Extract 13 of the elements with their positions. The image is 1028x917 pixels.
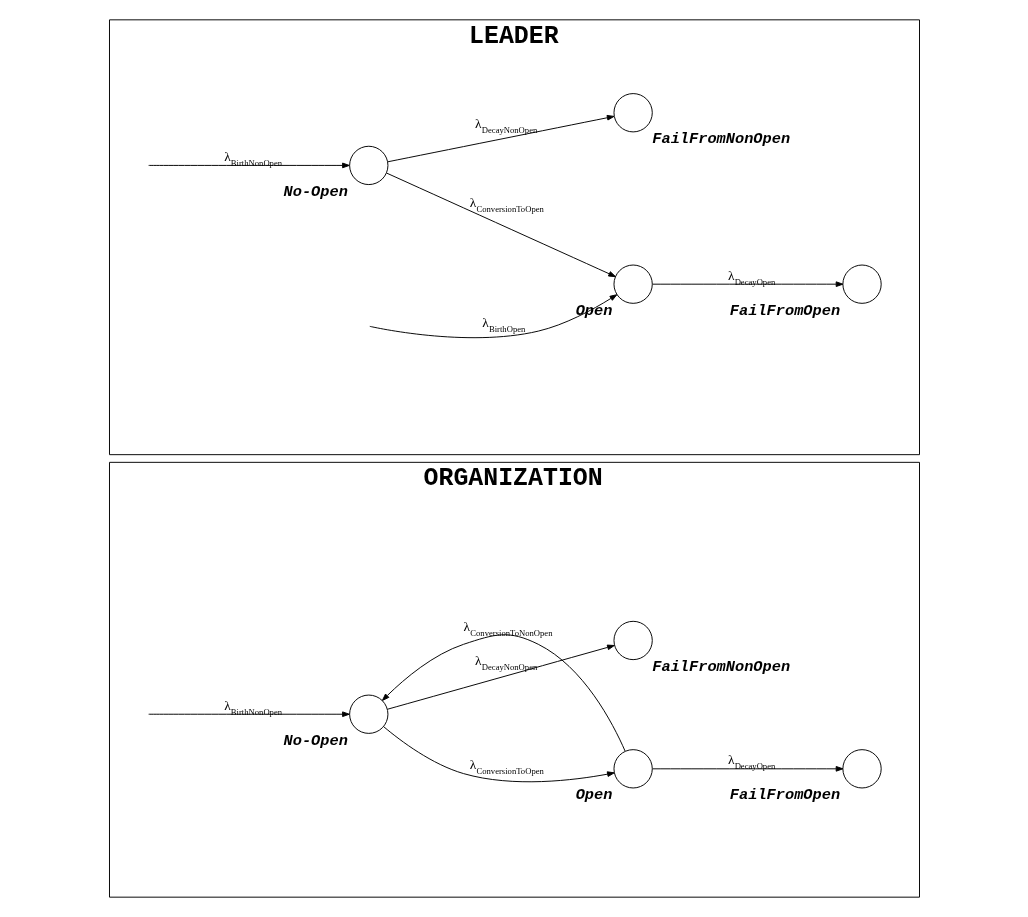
node-label: No-Open [283, 182, 348, 201]
edge-label: λ$_{ConversionToOpen}$ [469, 757, 544, 777]
node-label: No-Open [283, 731, 348, 750]
edge-label: λ$_{ConversionToOpen}$ [469, 194, 544, 214]
edge-label: λ$_{DecayNonOpen}$ [474, 652, 537, 672]
node-label: Open [575, 786, 612, 805]
node-label: FailFromNonOpen [651, 130, 790, 149]
node-label: FailFromOpen [729, 301, 840, 320]
edge-label: λ$_{DecayNonOpen}$ [474, 116, 537, 136]
edge-label: λ$_{BirthOpen}$ [481, 314, 525, 334]
node-label: FailFromNonOpen [651, 657, 790, 676]
node-label: FailFromOpen [729, 786, 840, 805]
edge-label: λ$_{ConversionToNonOpen}$ [463, 619, 552, 639]
